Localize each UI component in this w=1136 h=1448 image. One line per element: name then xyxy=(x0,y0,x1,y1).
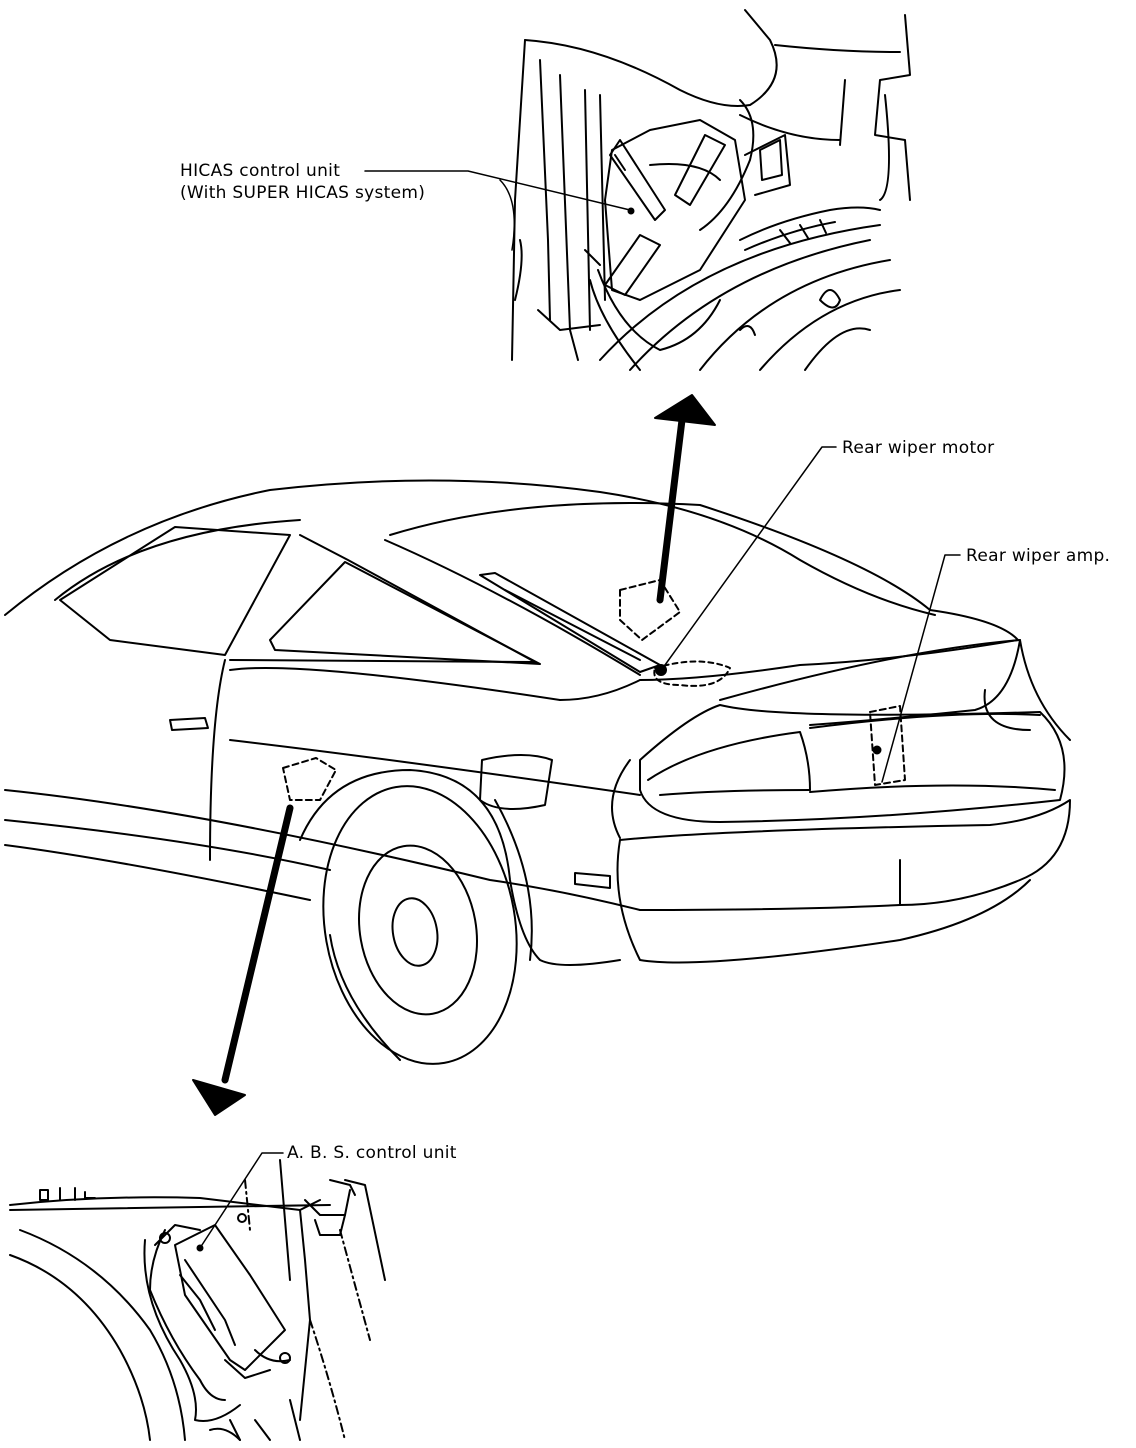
hicas-label-line2: (With SUPER HICAS system) xyxy=(180,183,426,203)
arrow-to-abs-icon xyxy=(192,804,294,1116)
abs-control-unit-label: A. B. S. control unit xyxy=(287,1143,457,1163)
car-rear-view-illustration xyxy=(4,446,1071,1065)
arrow-to-hicas-icon xyxy=(654,394,716,604)
hicas-control-unit-label: HICAS control unit (With SUPER HICAS sys… xyxy=(180,160,425,204)
abs-detail-illustration xyxy=(9,1152,386,1441)
rear-wiper-amp-label: Rear wiper amp. xyxy=(966,546,1111,566)
hicas-label-line1: HICAS control unit xyxy=(180,161,341,181)
rear-wiper-motor-label: Rear wiper motor xyxy=(842,438,995,458)
hicas-detail-illustration xyxy=(364,9,911,371)
